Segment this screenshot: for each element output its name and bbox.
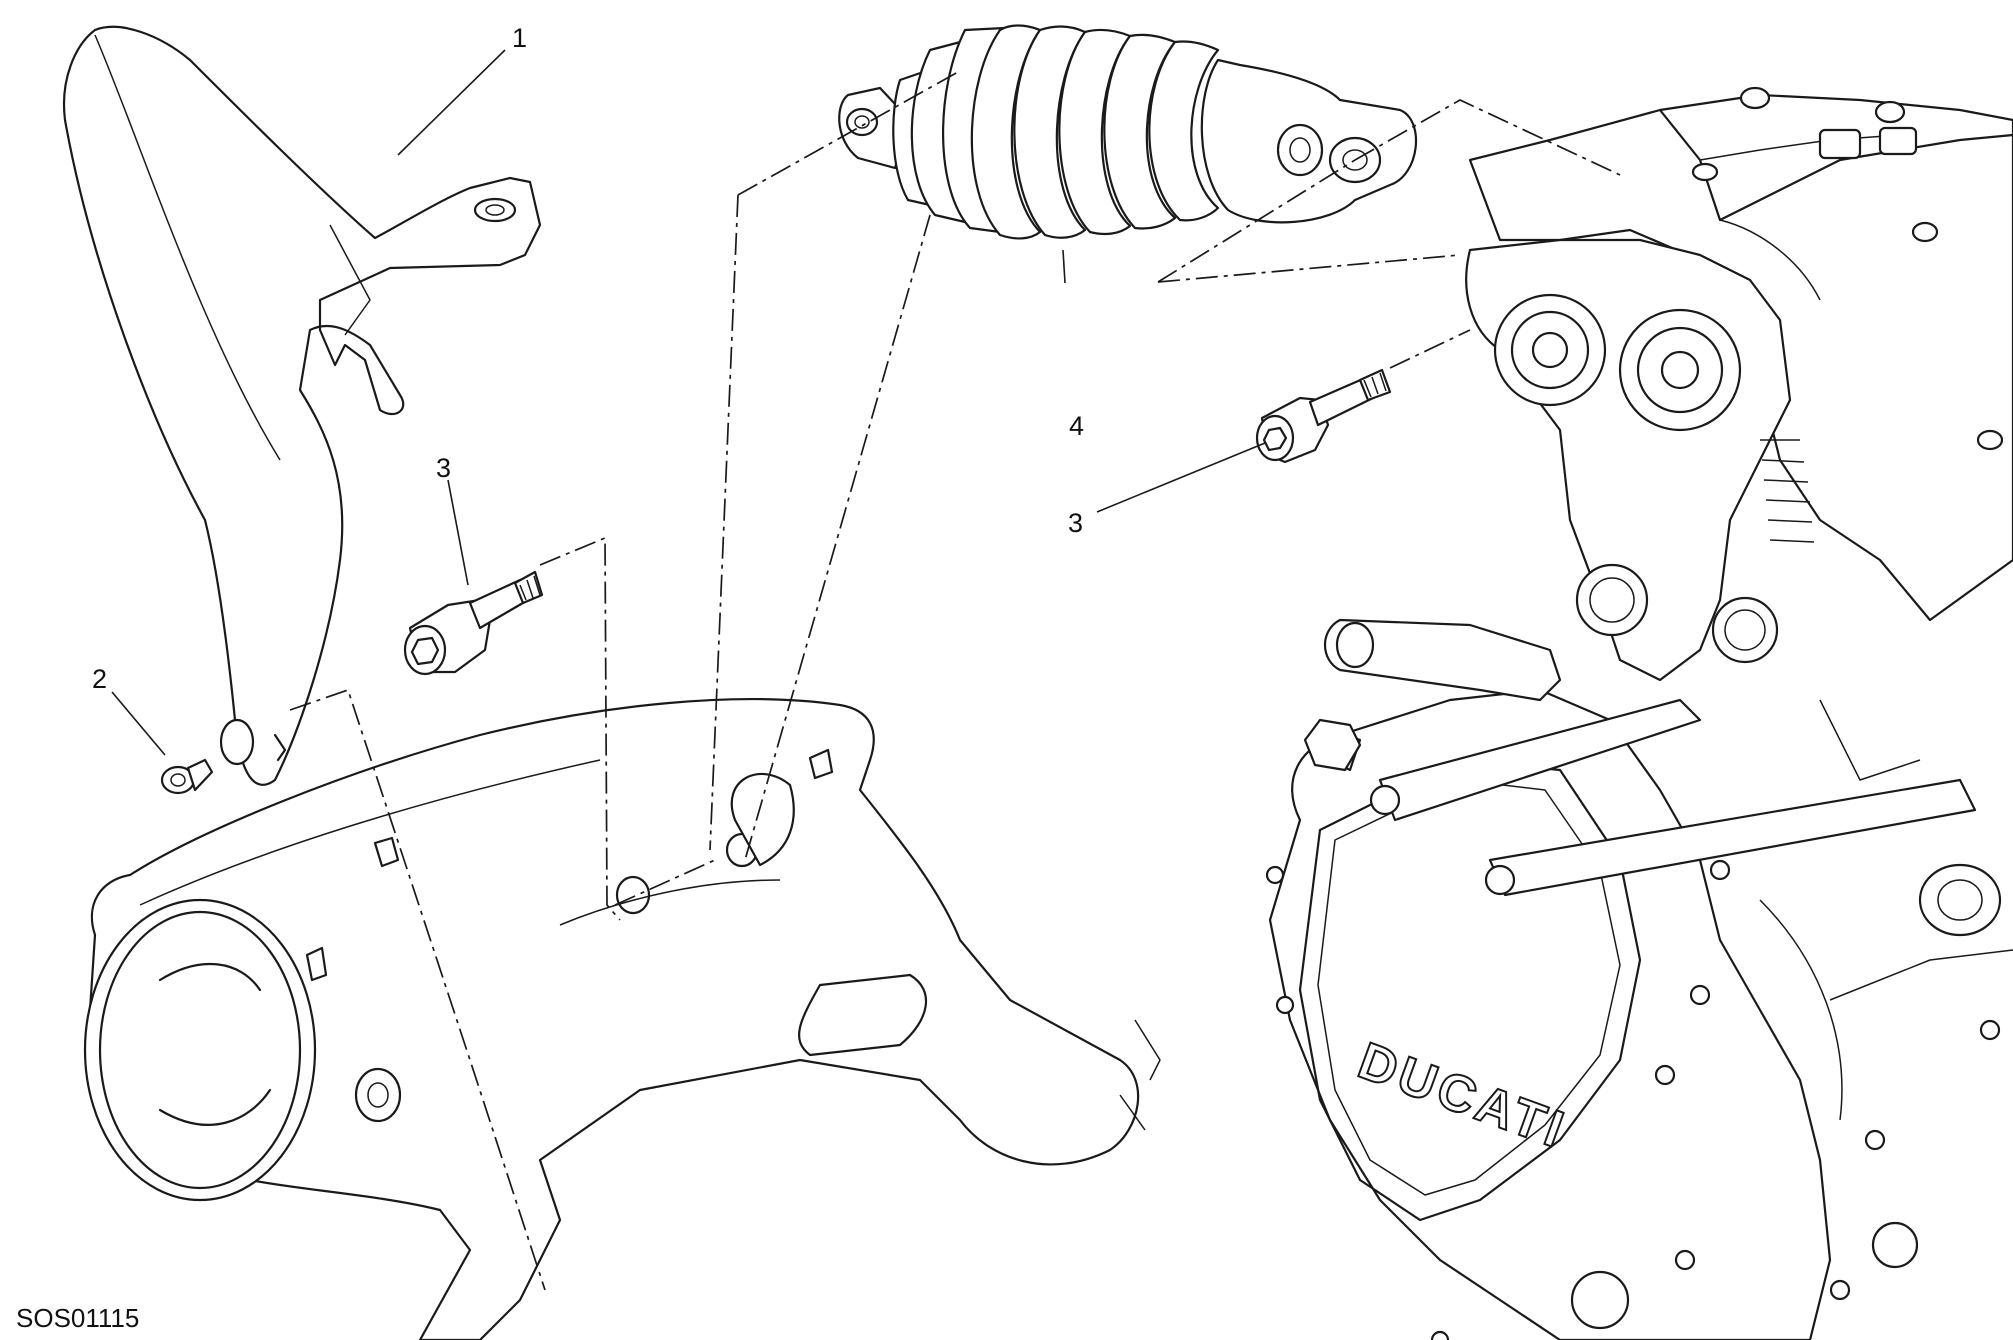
callout-3-right: 3	[1068, 508, 1083, 538]
callout-4: 4	[1069, 411, 1084, 441]
swingarm-frame	[83, 698, 1161, 1340]
part-3-bolt-left	[403, 570, 544, 676]
leader-lines	[111, 49, 1266, 756]
engine-assembly: DUCATI	[1265, 86, 2013, 1340]
callout-2: 2	[92, 664, 107, 694]
part-1-mudguard	[63, 25, 542, 786]
callout-3-left: 3	[436, 453, 451, 483]
part-4-shock-absorber	[838, 24, 1418, 240]
part-3-bolt-right	[1255, 368, 1392, 464]
part-2-screw	[160, 758, 214, 795]
drawing-code: SOS01115	[16, 1303, 139, 1333]
callout-1: 1	[512, 23, 527, 53]
alignment-lines	[289, 71, 1621, 1291]
